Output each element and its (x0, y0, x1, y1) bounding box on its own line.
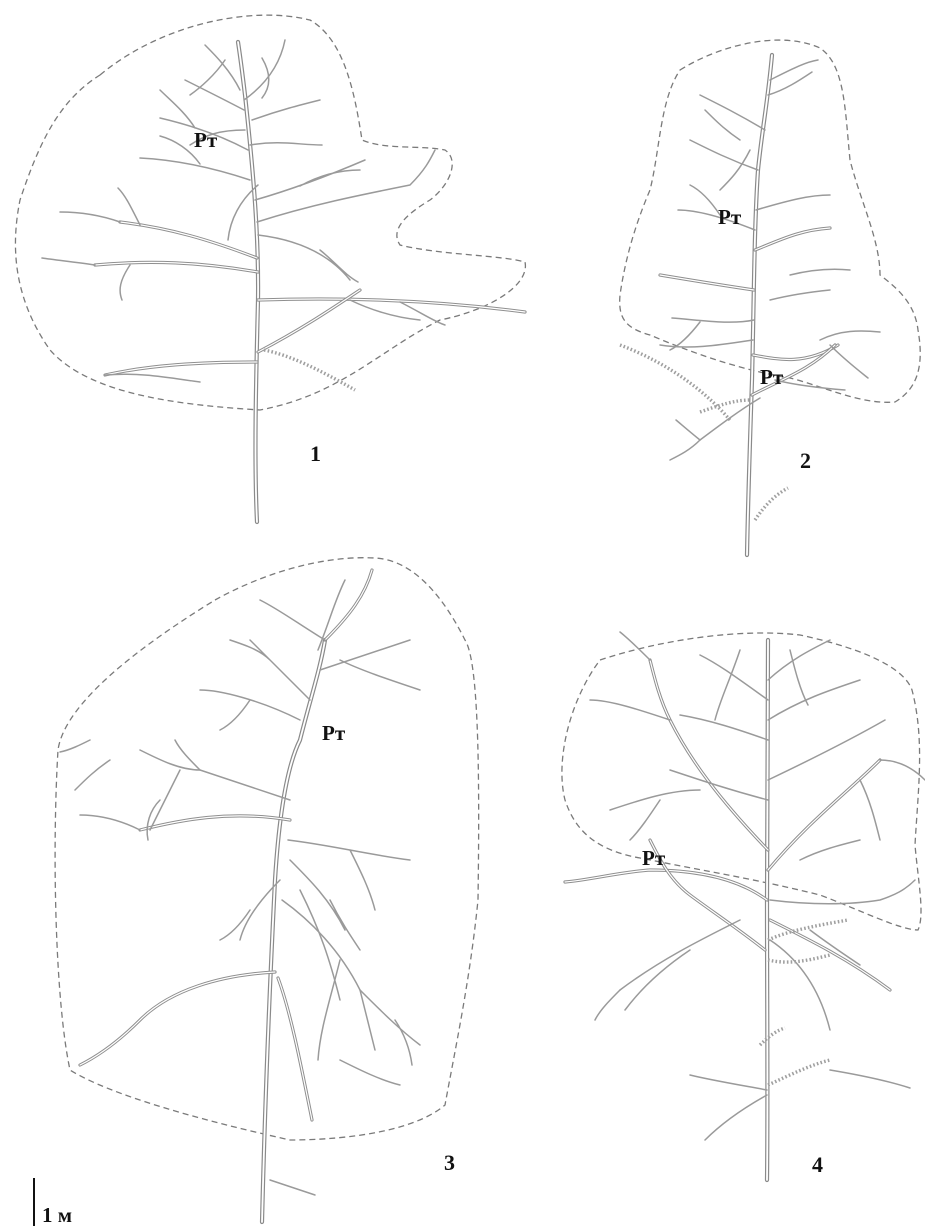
tree-1-label: Рт (194, 128, 218, 152)
tree-4: Рт 4 (562, 632, 925, 1180)
tree-1-trunk (238, 42, 258, 522)
tree-1-dead-branch (264, 350, 355, 390)
tree-1-number: 1 (310, 441, 321, 466)
tree-2-number: 2 (800, 448, 811, 473)
tree-2-label-lower: Рт (760, 365, 784, 389)
tree-4-trunk (767, 640, 768, 1180)
tree-4-number: 4 (812, 1152, 823, 1177)
tree-4-dead-branch-2 (768, 955, 830, 962)
tree-4-dead-branch-4 (760, 1028, 785, 1045)
tree-4-dead-branch-1 (768, 920, 848, 940)
tree-2-dead-branch-1 (620, 345, 730, 420)
tree-4-twigs (590, 632, 925, 1030)
tree-4-lower-branches (690, 1070, 910, 1140)
tree-4-limbs (565, 660, 890, 990)
tree-3-label: Рт (322, 721, 346, 745)
tree-3-trunk (262, 640, 325, 1222)
tree-3-limbs (80, 570, 372, 1120)
scale-bar-label: 1 м (42, 1203, 72, 1227)
tree-1-limbs (95, 222, 525, 375)
tree-2-dead-branch-2 (755, 488, 788, 520)
scale-bar: 1 м (34, 1178, 72, 1227)
tree-4-label: Рт (642, 846, 666, 870)
tree-2-trunk (747, 55, 772, 555)
tree-3-number: 3 (444, 1150, 455, 1175)
tree-2: Рт Рт 2 (620, 40, 921, 555)
tree-3: Рт 3 (55, 558, 479, 1222)
tree-2-label-upper: Рт (718, 205, 742, 229)
tree-4-dead-branch-3 (768, 1060, 830, 1085)
tree-1: Рт 1 (15, 15, 525, 522)
